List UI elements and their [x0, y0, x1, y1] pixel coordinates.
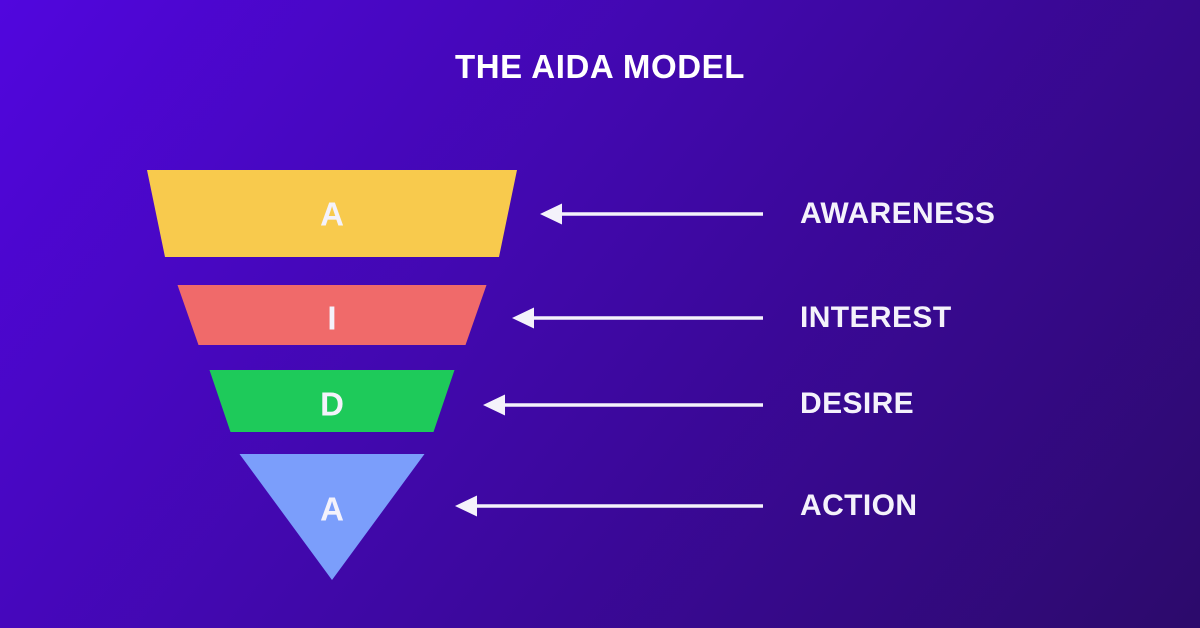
- arrow-head-awareness: [540, 203, 562, 225]
- arrow-head-desire: [483, 394, 505, 416]
- arrow-head-action: [455, 495, 477, 517]
- page-title: THE AIDA MODEL: [454, 48, 746, 85]
- callout-label-awareness[interactable]: AWARENESS: [800, 197, 996, 230]
- funnel-segment-desire[interactable]: [209, 370, 455, 432]
- callout-label-desire[interactable]: DESIRE: [800, 387, 915, 420]
- callout-label-action[interactable]: ACTION: [800, 489, 918, 522]
- arrow-head-interest: [512, 307, 534, 329]
- funnel-segment-awareness[interactable]: [147, 170, 517, 257]
- funnel-segment-interest[interactable]: [177, 285, 487, 345]
- funnel-segment-action[interactable]: [239, 454, 425, 580]
- funnel-letter-action: A: [320, 490, 344, 528]
- callout-label-interest[interactable]: INTEREST: [800, 301, 952, 334]
- funnel-letter-interest: I: [327, 299, 337, 337]
- funnel-letter-desire: D: [320, 385, 344, 423]
- funnel-letter-awareness: A: [320, 195, 344, 233]
